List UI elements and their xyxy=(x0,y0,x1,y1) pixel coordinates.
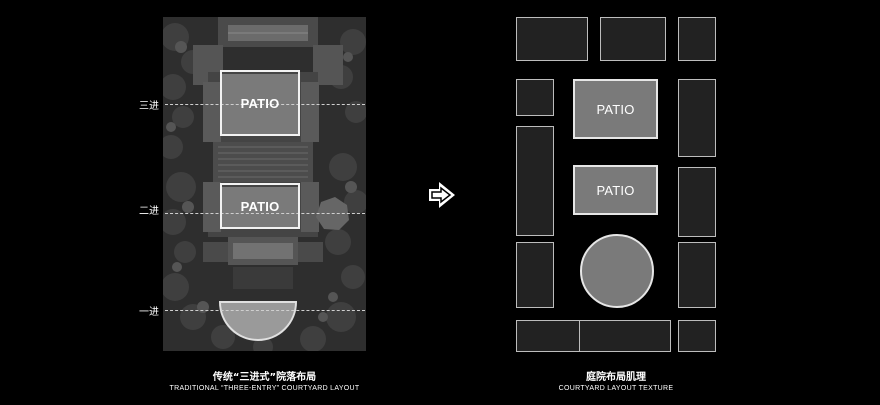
level-line-third xyxy=(165,104,365,105)
patio-circle xyxy=(580,234,654,308)
texture-block xyxy=(579,320,671,352)
patio-label: PATIO xyxy=(240,198,280,214)
patio-block-lower: PATIO xyxy=(573,165,658,215)
texture-block xyxy=(516,242,554,308)
level-line-second xyxy=(165,213,365,214)
texture-block xyxy=(678,320,716,352)
texture-block xyxy=(678,17,716,61)
patio-label: PATIO xyxy=(240,95,280,111)
right-arrow-icon xyxy=(429,182,455,208)
texture-block xyxy=(516,79,554,116)
left-caption-cn: 传统“三进式”院落布局 xyxy=(212,372,317,383)
right-caption-en: COURTYARD LAYOUT TEXTURE xyxy=(558,385,674,392)
level-label-first: 一进 xyxy=(139,307,159,318)
texture-block xyxy=(678,79,716,157)
texture-block xyxy=(678,242,716,308)
patio-label: PATIO xyxy=(596,182,635,198)
patio-label: PATIO xyxy=(596,101,635,117)
patio-frame-upper: PATIO xyxy=(220,70,300,136)
texture-block xyxy=(678,167,716,237)
level-label-second: 二进 xyxy=(139,206,159,217)
left-caption-en: TRADITIONAL “THREE-ENTRY” COURTYARD LAYO… xyxy=(169,385,360,392)
patio-block-upper: PATIO xyxy=(573,79,658,139)
patio-frame-lower: PATIO xyxy=(220,183,300,229)
level-label-third: 三进 xyxy=(139,101,159,112)
level-line-first xyxy=(165,310,365,311)
texture-block xyxy=(516,126,554,236)
texture-block xyxy=(600,17,666,61)
right-caption-cn: 庭院布局肌理 xyxy=(586,372,646,383)
texture-block xyxy=(516,17,588,61)
